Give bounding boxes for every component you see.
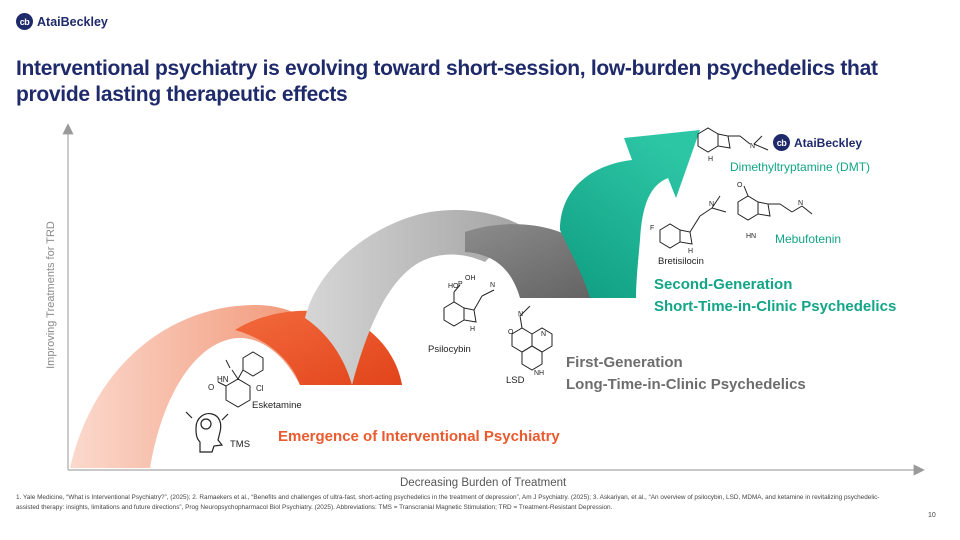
second-gen-stage-label: Second-Generation Short-Time-in-Clinic P… — [654, 274, 896, 318]
second-gen-line1: Second-Generation — [654, 276, 793, 293]
lsd-n-label: N — [518, 311, 523, 318]
psilocybin-structure — [443, 284, 495, 327]
psilocybin-p-label: P — [458, 281, 463, 288]
page-title: Interventional psychiatry is evolving to… — [16, 57, 878, 106]
dmt-brand-logo-text: AtaiBeckley — [794, 135, 863, 150]
mebufotenin-label: Mebufotenin — [775, 232, 842, 246]
x-axis-label: Decreasing Burden of Treatment — [400, 477, 567, 489]
bretisilocin-label: Bretisilocin — [658, 256, 704, 267]
lsd-o-label: O — [508, 329, 514, 336]
first-gen-stage-label: First-Generation Long-Time-in-Clinic Psy… — [566, 352, 806, 396]
lsd-structure — [511, 305, 553, 371]
brand-logo: cb AtaiBeckley — [16, 13, 108, 30]
emergence-stage-label: Emergence of Interventional Psychiatry — [278, 428, 560, 445]
second-gen-line2: Short-Time-in-Clinic Psychedelics — [654, 298, 897, 315]
mebufotenin-structure — [737, 185, 813, 221]
second-gen-arrow — [560, 130, 700, 298]
psilocybin-n-label: N — [490, 282, 495, 289]
esketamine-o-label: O — [208, 383, 214, 392]
lsd-nh-label: NH — [534, 370, 544, 377]
y-axis-label: Improving Treatments for TRD — [45, 221, 57, 369]
lsd-label: LSD — [506, 375, 525, 386]
bretisilocin-n-label: N — [709, 201, 714, 208]
brand-logo-mark: cb — [16, 13, 33, 30]
tms-label: TMS — [230, 439, 251, 450]
esketamine-cl-label: Cl — [256, 384, 264, 393]
first-gen-line2: Long-Time-in-Clinic Psychedelics — [566, 376, 806, 393]
mebufotenin-hn-label: HN — [746, 233, 756, 240]
psilocybin-oh-label: OH — [465, 275, 476, 282]
psilocybin-label: Psilocybin — [428, 344, 471, 355]
dmt-h-label: H — [708, 156, 713, 163]
dmt-n-label: N — [750, 143, 755, 150]
first-gen-arch-light — [305, 209, 520, 385]
mebufotenin-n-label: N — [798, 200, 803, 207]
esketamine-hn-label: HN — [217, 375, 229, 384]
mebufotenin-o-label: O — [737, 182, 743, 189]
dmt-label: Dimethyltryptamine (DMT) — [730, 160, 871, 174]
esketamine-label: Esketamine — [252, 400, 302, 411]
psilocybin-ho-label: HO — [448, 283, 459, 290]
brand-logo-text: AtaiBeckley — [37, 14, 108, 29]
bretisilocin-structure — [659, 195, 727, 249]
lsd-n2-label: N — [541, 331, 546, 338]
page-number: 10 — [928, 512, 936, 519]
dmt-structure — [697, 127, 769, 153]
tms-head-icon — [185, 411, 229, 453]
psilocybin-h-label: H — [470, 326, 475, 333]
bretisilocin-h-label: H — [688, 248, 693, 255]
footnote: 1. Yale Medicine, “What is Interventiona… — [16, 494, 880, 511]
bretisilocin-f-label: F — [650, 225, 654, 232]
esketamine-structure — [217, 351, 264, 408]
first-gen-line1: First-Generation — [566, 354, 683, 371]
dmt-brand-logo-mark: cb — [773, 134, 790, 151]
dmt-brand-logo: cb AtaiBeckley — [773, 134, 862, 151]
